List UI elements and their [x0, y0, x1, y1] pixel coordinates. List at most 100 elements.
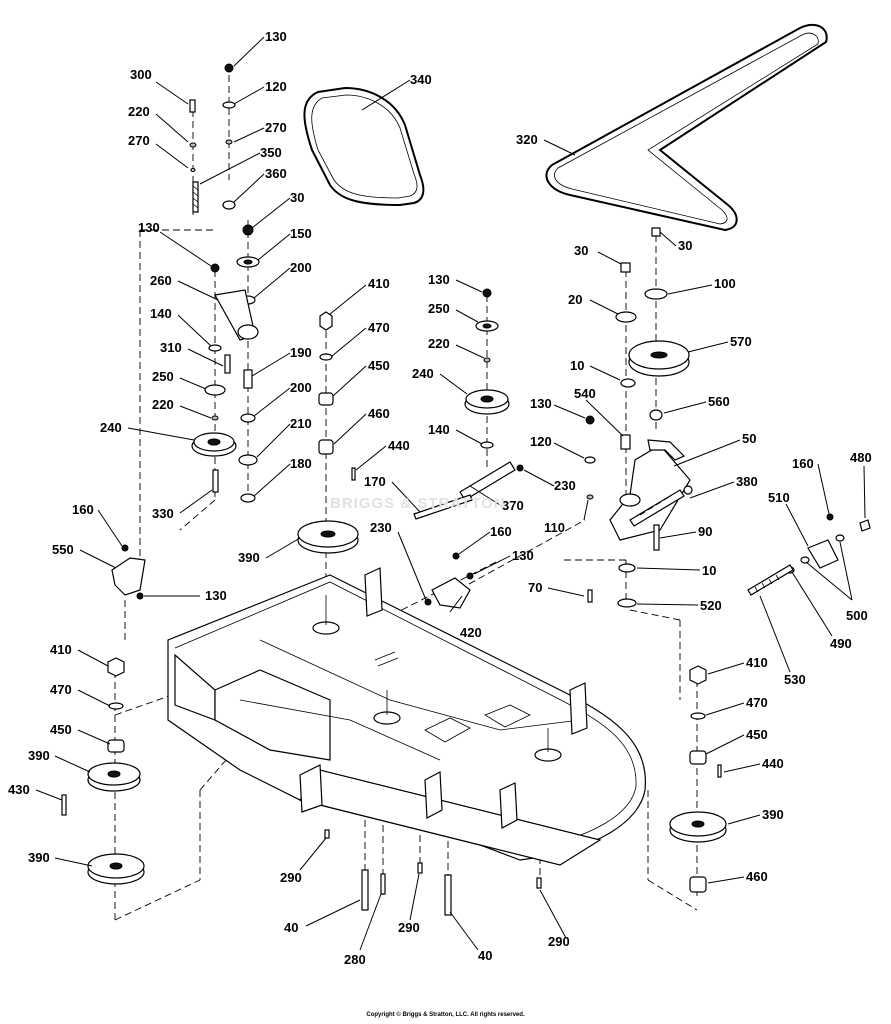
callout-550: 550 [52, 542, 74, 557]
callout-390: 390 [28, 850, 50, 865]
callout-440: 440 [388, 438, 410, 453]
right-spindle-parts [669, 665, 727, 893]
callout-270: 270 [128, 133, 150, 148]
bottom-bolts [324, 829, 542, 916]
callout-290: 290 [398, 920, 420, 935]
callout-490: 490 [830, 636, 852, 651]
belt-340 [303, 86, 425, 207]
callout-40: 40 [284, 920, 298, 935]
callout-570: 570 [730, 334, 752, 349]
callout-410: 410 [746, 655, 768, 670]
adjuster-parts [747, 513, 871, 596]
callout-170: 170 [364, 474, 386, 489]
callout-450: 450 [368, 358, 390, 373]
callout-560: 560 [708, 394, 730, 409]
callout-230: 230 [370, 520, 392, 535]
callout-150: 150 [290, 226, 312, 241]
callout-450: 450 [50, 722, 72, 737]
callout-470: 470 [368, 320, 390, 335]
callout-70: 70 [528, 580, 542, 595]
callout-130: 130 [530, 396, 552, 411]
callout-300: 300 [130, 67, 152, 82]
callout-190: 190 [290, 345, 312, 360]
callout-labels: 130 300 120 220 270 270 350 360 30 150 1… [8, 29, 872, 967]
callout-290: 290 [548, 934, 570, 949]
mower-deck [167, 567, 646, 866]
callout-120: 120 [265, 79, 287, 94]
callout-280: 280 [344, 952, 366, 967]
callout-120: 120 [530, 434, 552, 449]
callout-410: 410 [368, 276, 390, 291]
callout-200: 200 [290, 380, 312, 395]
callout-440: 440 [762, 756, 784, 771]
callout-180: 180 [290, 456, 312, 471]
callout-420: 420 [460, 625, 482, 640]
callout-500: 500 [846, 608, 868, 623]
callout-90: 90 [698, 524, 712, 539]
callout-160: 160 [72, 502, 94, 517]
callout-160: 160 [490, 524, 512, 539]
left-idler-parts [111, 63, 260, 600]
callout-230: 230 [554, 478, 576, 493]
callout-30: 30 [678, 238, 692, 253]
callout-110: 110 [544, 520, 565, 535]
callout-270: 270 [265, 120, 287, 135]
callout-290: 290 [280, 870, 302, 885]
callout-100: 100 [714, 276, 736, 291]
callout-510: 510 [768, 490, 790, 505]
center-spindle-parts [297, 311, 359, 554]
callout-50: 50 [742, 431, 756, 446]
callout-250: 250 [152, 369, 174, 384]
callout-460: 460 [746, 869, 768, 884]
callout-450: 450 [746, 727, 768, 742]
callout-30: 30 [290, 190, 304, 205]
callout-370: 370 [502, 498, 524, 513]
callout-310: 310 [160, 340, 182, 355]
callout-130: 130 [265, 29, 287, 44]
callout-140: 140 [150, 306, 172, 321]
callout-320: 320 [516, 132, 538, 147]
callout-130: 130 [428, 272, 450, 287]
callout-210: 210 [290, 416, 312, 431]
callout-130: 130 [138, 220, 160, 235]
callout-130: 130 [205, 588, 227, 603]
left-spindle-parts [61, 657, 145, 885]
copyright-text: Copyright © Briggs & Stratton, LLC. All … [366, 1012, 525, 1018]
callout-200: 200 [290, 260, 312, 275]
callout-130: 130 [512, 548, 534, 563]
callout-520: 520 [700, 598, 722, 613]
callout-430: 430 [8, 782, 30, 797]
right-idler-parts [584, 227, 693, 608]
callout-390: 390 [238, 550, 260, 565]
callout-240: 240 [412, 366, 434, 381]
callout-360: 360 [265, 166, 287, 181]
leader-lines [35, 36, 866, 951]
callout-10: 10 [570, 358, 584, 373]
callout-470: 470 [50, 682, 72, 697]
center-idler-parts [413, 288, 524, 609]
callout-470: 470 [746, 695, 768, 710]
callout-40: 40 [478, 948, 492, 963]
belt-320 [545, 23, 828, 232]
callout-220: 220 [152, 397, 174, 412]
callout-390: 390 [28, 748, 50, 763]
callout-330: 330 [152, 506, 174, 521]
callout-260: 260 [150, 273, 172, 288]
callout-410: 410 [50, 642, 72, 657]
callout-390: 390 [762, 807, 784, 822]
callout-460: 460 [368, 406, 390, 421]
callout-250: 250 [428, 301, 450, 316]
callout-30: 30 [574, 243, 588, 258]
watermark-text: BRIGGS & STRATTON [330, 495, 506, 512]
callout-220: 220 [428, 336, 450, 351]
callout-160: 160 [792, 456, 814, 471]
callout-240: 240 [100, 420, 122, 435]
assembly-lines [114, 75, 698, 921]
callout-380: 380 [736, 474, 758, 489]
callout-20: 20 [568, 292, 582, 307]
callout-340: 340 [410, 72, 432, 87]
callout-350: 350 [260, 145, 282, 160]
callout-480: 480 [850, 450, 872, 465]
callout-530: 530 [784, 672, 806, 687]
callout-10: 10 [702, 563, 716, 578]
